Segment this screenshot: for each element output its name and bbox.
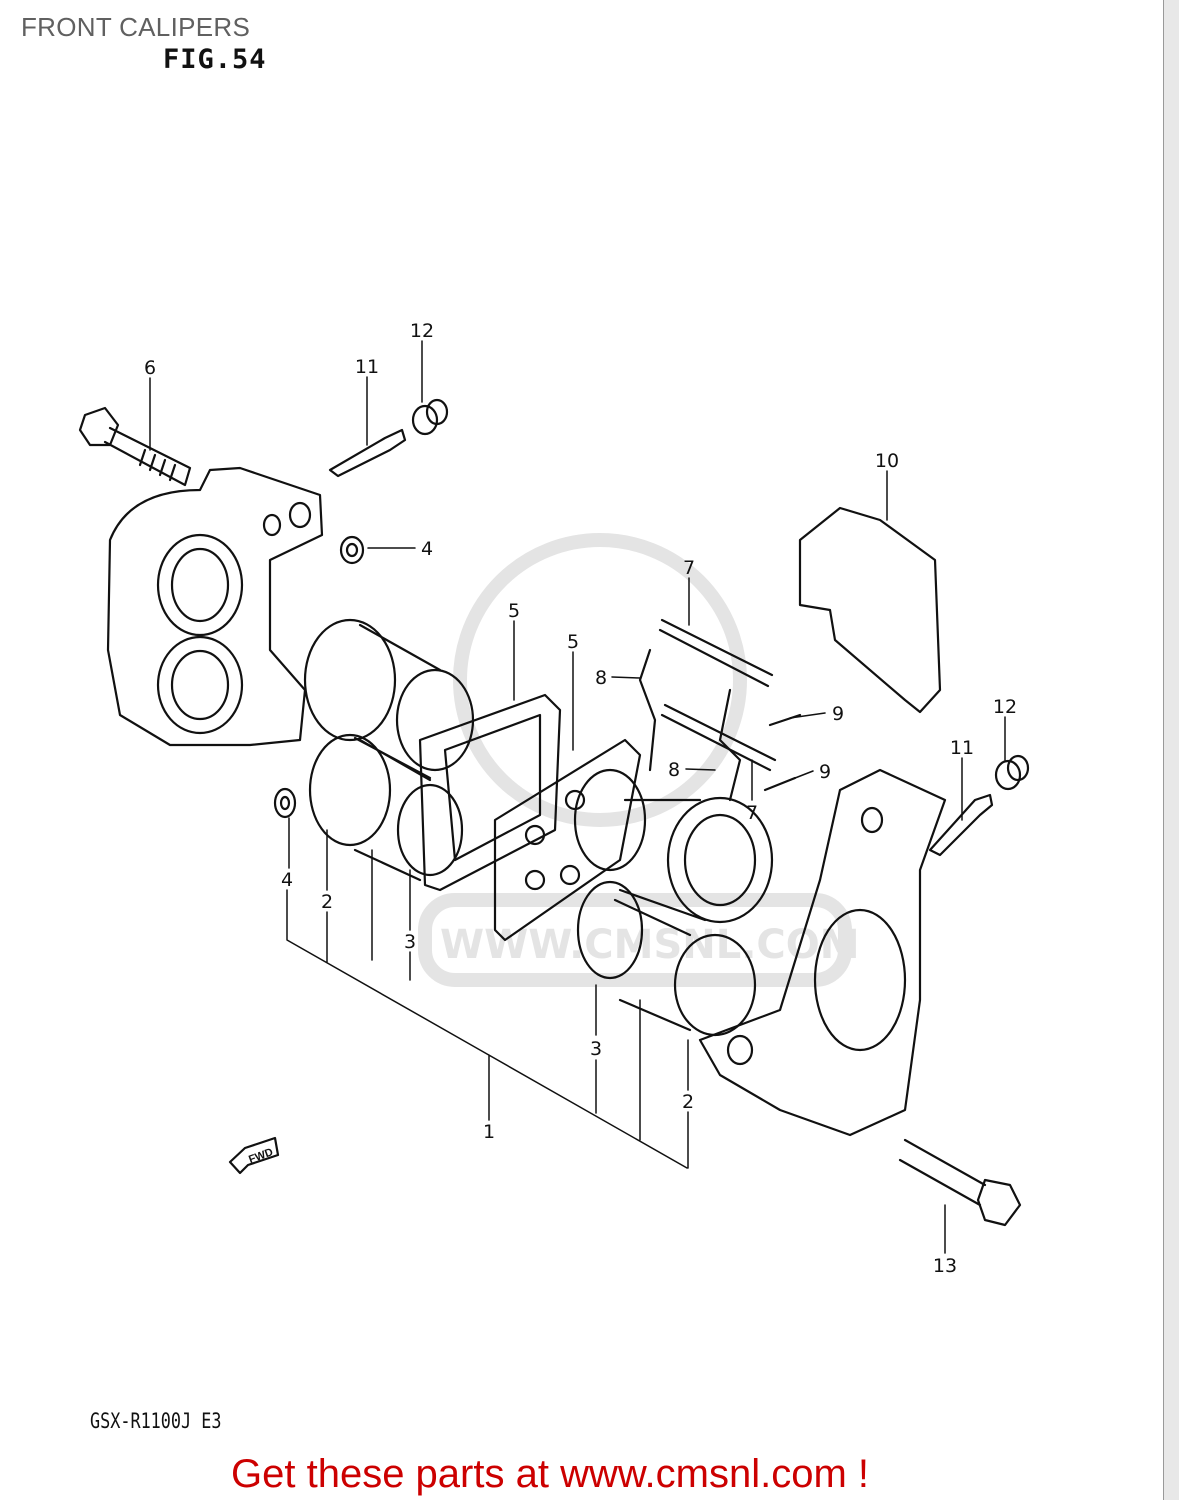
callout: 2 bbox=[321, 891, 333, 913]
part-bolt-13[interactable] bbox=[898, 1138, 1022, 1227]
callout: 4 bbox=[281, 869, 293, 891]
cmsnl-watermark: WWW.CMSNL.COM bbox=[418, 533, 860, 987]
callout: 3 bbox=[590, 1038, 602, 1060]
callout: 11 bbox=[355, 356, 379, 378]
callout: 11 bbox=[950, 737, 974, 759]
fwd-direction-arrow: FWD bbox=[228, 1136, 280, 1175]
callout: 5 bbox=[567, 631, 579, 653]
part-bolt-6[interactable] bbox=[78, 406, 192, 487]
callout: 13 bbox=[933, 1255, 957, 1277]
page-edge-scrollbar bbox=[1163, 0, 1179, 1500]
page-title: FRONT CALIPERS bbox=[21, 12, 251, 42]
part-bleeder-valve-11-right[interactable] bbox=[928, 793, 994, 857]
callout: 12 bbox=[410, 320, 434, 342]
callout: 10 bbox=[875, 450, 899, 472]
callout: 6 bbox=[144, 357, 156, 379]
callout: 1 bbox=[483, 1121, 495, 1143]
callout: 8 bbox=[668, 759, 680, 781]
part-washer-4[interactable] bbox=[273, 535, 365, 819]
model-code: GSX-R1100J E3 bbox=[90, 1409, 222, 1433]
callout-labels: 6 11 12 4 10 7 5 5 8 9 12 11 8 9 7 4 2 3… bbox=[144, 320, 1017, 1277]
callout: 4 bbox=[421, 538, 433, 560]
callout: 5 bbox=[508, 600, 520, 622]
callout: 3 bbox=[404, 931, 416, 953]
callout: 9 bbox=[819, 761, 831, 783]
callout: 12 bbox=[993, 696, 1017, 718]
part-cap-12[interactable] bbox=[411, 398, 449, 436]
part-caliper-body-left[interactable] bbox=[106, 466, 324, 747]
part-cap-12-right[interactable] bbox=[994, 754, 1030, 791]
part-pad-shim-10[interactable] bbox=[798, 506, 942, 714]
part-bleeder-valve-11[interactable] bbox=[328, 428, 407, 478]
leader-lines bbox=[149, 340, 1006, 1254]
part-caliper-body-right[interactable] bbox=[698, 768, 947, 1137]
callout: 8 bbox=[595, 667, 607, 689]
svg-text:WWW.CMSNL.COM: WWW.CMSNL.COM bbox=[440, 922, 860, 968]
part-pistons-left[interactable] bbox=[303, 618, 475, 882]
callout: 2 bbox=[682, 1091, 694, 1113]
callout: 9 bbox=[832, 703, 844, 725]
callout: 7 bbox=[683, 557, 695, 579]
cmsnl-link[interactable]: Get these parts at www.cmsnl.com ! bbox=[231, 1452, 869, 1496]
figure-number: FIG.54 bbox=[163, 44, 267, 75]
callout: 7 bbox=[746, 802, 758, 824]
part-spring-clips-8-9[interactable] bbox=[638, 648, 802, 802]
